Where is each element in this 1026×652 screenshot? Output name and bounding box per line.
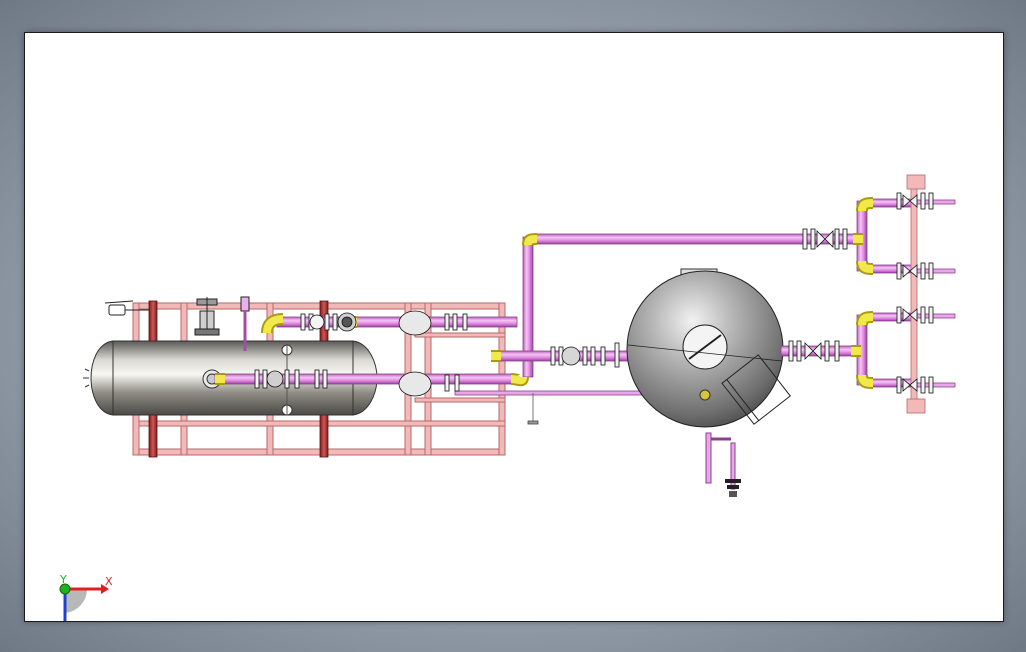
spherical-vessel — [626, 268, 791, 497]
cad-model-drawing: X Y Z — [59, 174, 956, 621]
triad-x-label: X — [105, 575, 113, 588]
valves-right — [788, 192, 934, 394]
coordinate-triad-icon: X Y Z — [59, 573, 113, 621]
valves-left — [254, 310, 620, 397]
right-elbows — [851, 197, 874, 389]
cad-graphics-viewport[interactable]: X Y Z — [24, 32, 1004, 622]
left-instruments — [104, 296, 250, 351]
triad-y-label: Y — [59, 573, 67, 586]
pipe-elbows — [215, 233, 538, 387]
